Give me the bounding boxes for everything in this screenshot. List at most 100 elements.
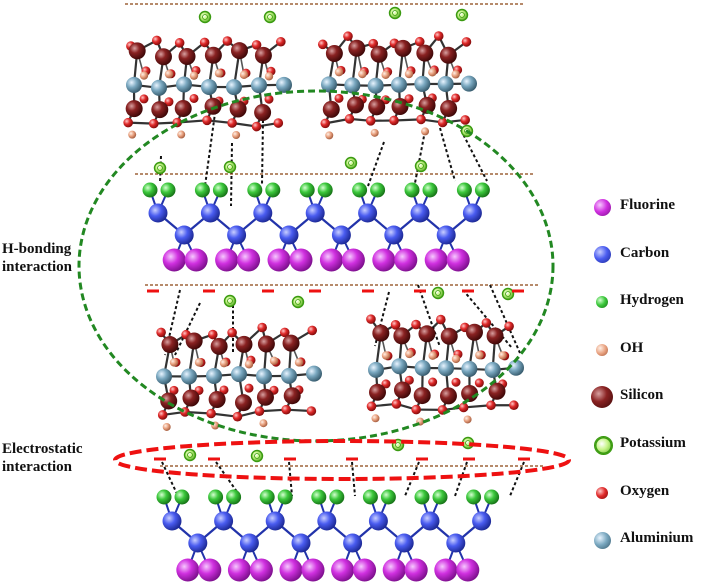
legend-item-fluorine: Fluorine bbox=[586, 196, 710, 244]
hbond-label-line1: H-bonding bbox=[2, 241, 72, 257]
aluminium-atom bbox=[276, 76, 292, 93]
silicon-atom bbox=[439, 387, 457, 405]
fluorine-legend-icon bbox=[593, 198, 611, 216]
oxygen-atom bbox=[199, 37, 210, 48]
oh-atom bbox=[428, 68, 437, 77]
oxygen-atom bbox=[486, 400, 496, 411]
hydrogen-atom bbox=[142, 182, 158, 198]
oxygen-atom bbox=[481, 318, 492, 328]
oh-legend-icon bbox=[596, 343, 608, 356]
interaction-ellipses bbox=[77, 89, 571, 481]
oh-atom bbox=[232, 130, 241, 139]
electrostatic-interaction-label: Electrostatic interaction bbox=[2, 440, 83, 476]
hydrogen-atom bbox=[156, 489, 172, 505]
hydrogen-atom bbox=[474, 182, 490, 198]
oh-atom bbox=[264, 72, 274, 81]
oxygen-atom bbox=[251, 121, 262, 132]
silicon-atom bbox=[235, 335, 253, 353]
potassium-atom bbox=[431, 286, 445, 300]
silicon-atom bbox=[234, 394, 252, 412]
silicon-atom bbox=[348, 39, 366, 57]
legend-label-oh: OH bbox=[620, 339, 644, 356]
oh-atom bbox=[239, 70, 249, 80]
oh-atom bbox=[162, 422, 171, 431]
fluorine-atom bbox=[279, 558, 303, 582]
silicon-atom bbox=[325, 44, 343, 62]
oxygen-atom bbox=[244, 383, 254, 393]
oxygen-atom bbox=[320, 118, 331, 129]
fluorine-atom bbox=[215, 248, 239, 272]
hydrogen-atom bbox=[277, 489, 293, 505]
aluminium-atom bbox=[414, 75, 431, 92]
carbon-atom bbox=[436, 225, 456, 245]
potassium-ring bbox=[418, 163, 424, 169]
potassium-atom bbox=[455, 8, 469, 22]
fluorine-atom bbox=[184, 248, 208, 272]
fluorine-atom bbox=[446, 248, 470, 272]
oxygen-atom bbox=[174, 38, 185, 48]
silicon-atom bbox=[322, 100, 340, 118]
electro-label-line2: interaction bbox=[2, 459, 72, 475]
carbon-atom bbox=[214, 511, 234, 531]
silicon-atom bbox=[154, 48, 172, 66]
oxygen-atom bbox=[164, 97, 174, 107]
fluorine-atom bbox=[301, 558, 325, 582]
fluorine-atom bbox=[394, 248, 418, 272]
carbon-legend-icon bbox=[593, 246, 611, 264]
oh-atom bbox=[269, 356, 279, 365]
aluminium-atom bbox=[391, 358, 408, 375]
oxygen-atom bbox=[156, 327, 166, 338]
atoms bbox=[123, 6, 524, 582]
silicon-atom bbox=[440, 327, 458, 345]
potassium-ring bbox=[348, 160, 354, 166]
potassium-atom bbox=[344, 156, 358, 170]
aluminium-atom bbox=[156, 368, 172, 385]
aluminium-atom bbox=[344, 77, 361, 94]
aluminium-atom bbox=[256, 368, 272, 385]
aluminium-atom bbox=[461, 360, 478, 377]
oxygen-atom bbox=[414, 36, 425, 47]
hydrogen-atom bbox=[432, 489, 448, 505]
oh-atom bbox=[370, 128, 379, 137]
hydrogen-atom bbox=[174, 489, 190, 505]
hydrogen-atom bbox=[352, 182, 368, 198]
carbon-atom bbox=[265, 511, 285, 531]
silicon-atom bbox=[370, 45, 388, 63]
silicon-atom bbox=[254, 46, 272, 64]
silicon-atom bbox=[439, 46, 457, 64]
carbon-atom bbox=[462, 203, 482, 223]
hydrogen-atom bbox=[265, 182, 281, 198]
aluminium-atom bbox=[391, 76, 407, 93]
aluminium-atom bbox=[201, 78, 217, 95]
fluorine-atom bbox=[404, 558, 428, 582]
silicon-atom bbox=[413, 387, 431, 405]
carbon-atom bbox=[162, 511, 182, 531]
aluminium-atom bbox=[368, 361, 384, 378]
silicon-atom bbox=[204, 97, 222, 115]
hbond-dashed-line bbox=[460, 129, 488, 182]
potassium-atom bbox=[153, 161, 167, 175]
oxygen-atom bbox=[157, 410, 168, 420]
carbon-atom bbox=[343, 533, 363, 553]
oxygen-atom bbox=[257, 322, 267, 333]
oxygen-atom bbox=[404, 94, 414, 104]
hbond-dashed-line bbox=[439, 127, 456, 182]
potassium-ring bbox=[459, 12, 465, 18]
oxygen-atom bbox=[232, 411, 243, 422]
fluorine-atom bbox=[198, 558, 222, 582]
oh-atom bbox=[294, 358, 304, 367]
silicon-atom bbox=[368, 383, 386, 401]
silicon-atom bbox=[125, 100, 143, 118]
oxygen-atom bbox=[139, 94, 149, 104]
hydrogen-atom bbox=[422, 182, 438, 198]
fluorine-atom bbox=[176, 558, 200, 582]
oxygen-atom bbox=[391, 399, 402, 409]
hydrogen-atom bbox=[456, 182, 472, 198]
oxygen-atom bbox=[365, 116, 376, 126]
silicon-atom bbox=[391, 97, 409, 115]
aluminium-atom bbox=[484, 361, 501, 378]
oxygen-atom bbox=[433, 31, 444, 41]
carbon-atom bbox=[253, 203, 273, 223]
oxygen-atom bbox=[404, 375, 414, 385]
